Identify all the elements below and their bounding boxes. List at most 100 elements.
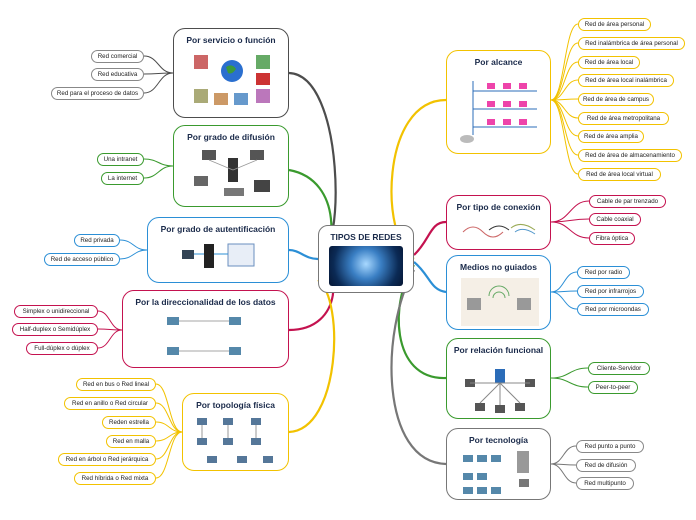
leaf-topologia-3[interactable]: Red en malla: [106, 435, 156, 448]
leaf-direccionalidad-0[interactable]: Simplex o unidireccional: [14, 305, 98, 318]
branch-difusion-title: Por grado de difusión: [187, 132, 275, 142]
link-relacion-1: [550, 377, 589, 388]
leaf-tecnologia-0[interactable]: Red punto a punto: [576, 440, 644, 453]
link-alcance-1: [550, 42, 579, 101]
leaf-medios-1[interactable]: Red por infrarrojos: [577, 285, 644, 298]
branch-relacion[interactable]: Por relación funcional: [446, 338, 551, 419]
leaf-conexion-0[interactable]: Cable de par trenzado: [589, 195, 666, 208]
link-tecnologia-0: [550, 445, 577, 465]
link-autentificacion-1: [119, 249, 148, 260]
link-difusion-0: [143, 158, 174, 167]
branch-alcance[interactable]: Por alcance: [446, 50, 551, 154]
link-alcance-3: [550, 79, 579, 101]
branch-direccionalidad[interactable]: Por la direccionalidad de los datos: [122, 290, 289, 368]
leaf-conexion-2[interactable]: Fibra óptica: [589, 232, 635, 245]
network-globe-image: [329, 246, 403, 286]
leaf-topologia-0[interactable]: Red en bus o Red lineal: [76, 378, 156, 391]
central-node[interactable]: TIPOS DE REDES: [318, 225, 414, 293]
leaf-topologia-5[interactable]: Red híbrida o Red mixta: [74, 472, 156, 485]
leaf-alcance-7[interactable]: Red de área de almacenamiento: [578, 149, 682, 162]
link-topologia-0: [155, 383, 183, 433]
link-topologia-1: [155, 402, 183, 433]
diffusion-illustration: [194, 150, 270, 196]
link-direccionalidad-2: [97, 329, 123, 349]
branch-autentificacion-title: Por grado de autentificación: [160, 224, 276, 234]
link-autentificacion-0: [119, 239, 148, 251]
leaf-alcance-4[interactable]: Red de área de campus: [578, 93, 654, 106]
link-alcance-8: [550, 99, 579, 175]
link-conexion-2: [550, 221, 590, 239]
leaf-autentificacion-0[interactable]: Red privada: [74, 234, 120, 247]
trunk-conexion: [413, 220, 447, 256]
leaf-alcance-8[interactable]: Red de área local virtual: [578, 168, 661, 181]
leaf-alcance-0[interactable]: Red de área personal: [578, 18, 651, 31]
branch-servicio[interactable]: Por servicio o función: [173, 28, 289, 118]
leaf-direccionalidad-1[interactable]: Half-duplex o Semidúplex: [12, 323, 98, 336]
leaf-servicio-2[interactable]: Red para el proceso de datos: [51, 87, 144, 100]
link-servicio-0: [143, 55, 174, 74]
link-servicio-2: [143, 72, 174, 94]
leaf-topologia-4[interactable]: Red en árbol o Red jerárquica: [58, 453, 156, 466]
branch-relacion-title: Por relación funcional: [453, 345, 544, 355]
link-conexion-0: [550, 200, 590, 223]
link-alcance-2: [550, 61, 579, 101]
central-title: TIPOS DE REDES: [330, 232, 402, 242]
link-topologia-2: [155, 421, 183, 433]
leaf-tecnologia-1[interactable]: Red de difusión: [576, 459, 636, 472]
trunk-tecnologia: [390, 269, 447, 466]
leaf-alcance-1[interactable]: Red inalámbrica de área personal: [578, 37, 685, 50]
client-server-illustration: [465, 369, 535, 413]
wireless-illustration: [461, 278, 539, 326]
link-tecnologia-2: [550, 463, 577, 484]
branch-conexion-title: Por tipo de conexión: [456, 202, 541, 212]
branch-topologia[interactable]: Por topología física: [182, 393, 289, 471]
cables-illustration: [462, 224, 536, 238]
trunk-medios: [413, 261, 447, 294]
branch-autentificacion[interactable]: Por grado de autentificación: [147, 217, 289, 283]
leaf-alcance-6[interactable]: Red de área amplia: [578, 130, 644, 143]
leaf-tecnologia-2[interactable]: Red multipunto: [576, 477, 634, 490]
link-relacion-0: [550, 367, 589, 379]
branch-tecnologia[interactable]: Por tecnología: [446, 428, 551, 500]
services-illustration: [194, 55, 270, 105]
branch-topologia-title: Por topología física: [196, 400, 275, 410]
branch-servicio-title: Por servicio o función: [186, 35, 276, 45]
leaf-alcance-5[interactable]: Red de área metropolitana: [578, 112, 669, 125]
topology-illustration: [197, 418, 273, 463]
branch-tecnologia-title: Por tecnología: [468, 435, 529, 445]
leaf-topologia-1[interactable]: Red en anillo o Red circular: [64, 397, 156, 410]
leaf-relacion-0[interactable]: Cliente-Servidor: [588, 362, 650, 375]
scope-illustration: [460, 81, 537, 143]
leaf-medios-0[interactable]: Red por radio: [577, 266, 630, 279]
branch-medios-title: Medios no guiados: [460, 262, 537, 272]
link-medios-2: [550, 291, 578, 310]
leaf-medios-2[interactable]: Red por microondas: [577, 303, 649, 316]
leaf-conexion-1[interactable]: Cable coaxial: [589, 213, 641, 226]
leaf-autentificacion-1[interactable]: Red de acceso público: [44, 253, 120, 266]
branch-direccionalidad-title: Por la direccionalidad de los datos: [135, 297, 276, 307]
branch-medios[interactable]: Medios no guiados: [446, 255, 551, 330]
trunk-topologia: [288, 279, 336, 434]
link-medios-0: [550, 271, 578, 293]
branch-conexion[interactable]: Por tipo de conexión: [446, 195, 551, 250]
leaf-relacion-1[interactable]: Peer-to-peer: [588, 381, 638, 394]
link-difusion-1: [143, 165, 174, 179]
leaf-direccionalidad-2[interactable]: Full-dúplex o dúplex: [26, 342, 98, 355]
leaf-difusion-1[interactable]: La internet: [101, 172, 144, 185]
leaf-topologia-2[interactable]: Reden estrella: [102, 416, 156, 429]
branch-alcance-title: Por alcance: [474, 57, 523, 67]
trunk-autentificacion: [288, 248, 319, 261]
link-direccionalidad-0: [97, 310, 123, 331]
leaf-difusion-0[interactable]: Una intranet: [97, 153, 144, 166]
leaf-alcance-2[interactable]: Red de área local: [578, 56, 640, 69]
technology-illustration: [463, 451, 529, 494]
link-topologia-5: [155, 431, 183, 479]
link-alcance-0: [550, 23, 579, 101]
branch-difusion[interactable]: Por grado de difusión: [173, 125, 289, 207]
leaf-alcance-3[interactable]: Red de área local inalámbrica: [578, 74, 674, 87]
authentication-illustration: [182, 243, 255, 268]
leaf-servicio-0[interactable]: Red comercial: [91, 50, 144, 63]
data-direction-illustration: [167, 317, 241, 355]
link-alcance-6: [550, 99, 579, 137]
leaf-servicio-1[interactable]: Red educativa: [91, 68, 144, 81]
